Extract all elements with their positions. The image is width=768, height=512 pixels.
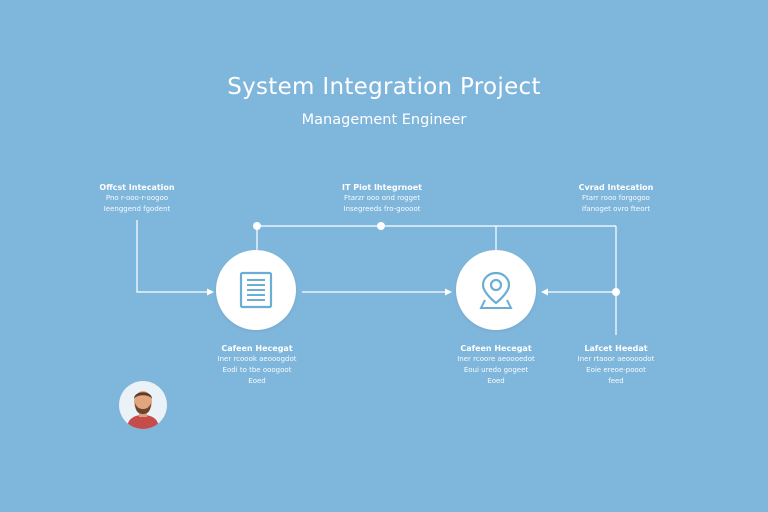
- label-top-left: Offcst Intecation Pno r-ooo-r-oogoo Ieen…: [87, 182, 187, 215]
- label-top-left-line-2: Ieenggend fgodent: [103, 205, 171, 213]
- document-icon: [239, 271, 273, 309]
- label-bottom-left-line-2: Eodi to tbe ooogoot: [222, 366, 292, 374]
- page-title: System Integration Project: [227, 74, 541, 100]
- junction-dot-left: [253, 222, 261, 230]
- label-top-right-line-2: Ifanoget ovro fteort: [581, 205, 651, 213]
- label-top-right-line-1: Ftarr rooo forgogoo: [582, 194, 650, 202]
- label-bottom-right-line-2: Eoie ereoe-pooot: [586, 366, 646, 374]
- label-bottom-middle-line-2: Eoui uredo gogeet: [463, 366, 529, 374]
- avatar: [119, 381, 167, 429]
- label-top-left-line-1: Pno r-ooo-r-oogoo: [105, 194, 169, 202]
- label-top-middle-head: IT Piot Ihtegrnoet: [342, 183, 422, 192]
- junction-dot-middle: [377, 222, 385, 230]
- label-bottom-left: Cafeen Hecegat Iner rcoook aeooogdot Eod…: [205, 343, 309, 387]
- label-bottom-left-line-3: Eoed: [248, 377, 266, 385]
- label-bottom-middle: Cafeen Hecegat Iner rcoore aeoooedot Eou…: [444, 343, 548, 387]
- label-bottom-right-line-1: Iner rtaoor aeoooodot: [577, 355, 655, 363]
- label-bottom-middle-line-1: Iner rcoore aeoooedot: [457, 355, 535, 363]
- label-top-right: Cvrad Intecation Ftarr rooo forgogoo Ifa…: [564, 182, 668, 215]
- node-location: [456, 250, 536, 330]
- arrowhead-middle: [445, 288, 452, 296]
- label-top-middle-line-2: Insegreeds fro-goooot: [343, 205, 421, 213]
- label-bottom-right-line-3: feed: [608, 377, 624, 385]
- label-bottom-middle-line-3: Eoed: [487, 377, 505, 385]
- label-top-right-head: Cvrad Intecation: [578, 183, 654, 192]
- person-icon: [127, 391, 159, 429]
- arrowhead-left: [207, 288, 214, 296]
- label-top-middle: IT Piot Ihtegrnoet Ftarzr ooo ond rogget…: [326, 182, 438, 215]
- page-subtitle: Management Engineer: [301, 112, 467, 128]
- label-bottom-right: Lafcet Heedat Iner rtaoor aeoooodot Eoie…: [564, 343, 668, 387]
- node-document: [216, 250, 296, 330]
- label-bottom-left-head: Cafeen Hecegat: [221, 344, 293, 353]
- location-pin-icon: [479, 271, 513, 309]
- label-bottom-left-line-1: Iner rcoook aeooogdot: [217, 355, 297, 363]
- label-bottom-middle-head: Cafeen Hecegat: [460, 344, 532, 353]
- arrowhead-right: [541, 288, 548, 296]
- label-bottom-right-head: Lafcet Heedat: [584, 344, 648, 353]
- connector-left: [136, 220, 208, 293]
- junction-dot-right: [612, 288, 620, 296]
- label-top-left-head: Offcst Intecation: [99, 183, 175, 192]
- label-top-middle-line-1: Ftarzr ooo ond rogget: [343, 194, 421, 202]
